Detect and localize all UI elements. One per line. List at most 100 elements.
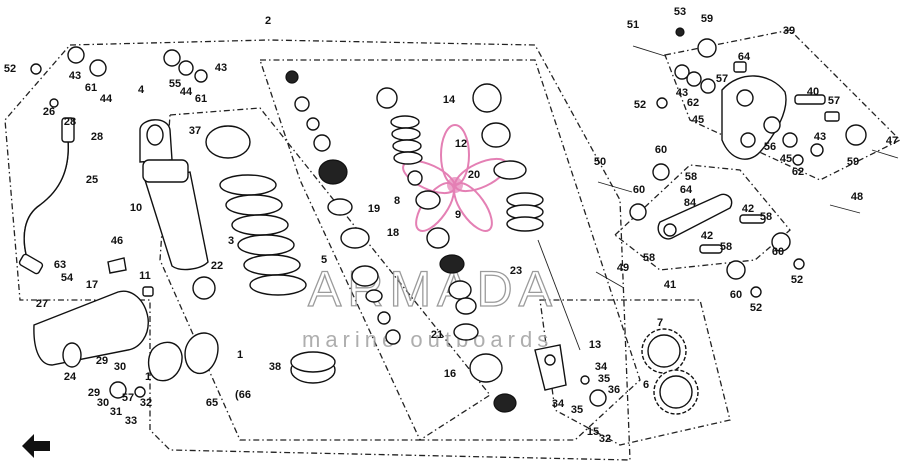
collar-18 — [340, 227, 370, 249]
oring-57a — [109, 381, 127, 399]
callout-53: 53 — [674, 6, 686, 18]
callout-52c: 52 — [791, 274, 803, 286]
oring-8 — [415, 190, 441, 210]
watermark: ARMADA marine outboards — [302, 124, 553, 352]
callout-50: 50 — [594, 156, 606, 168]
callout-35a: 35 — [598, 373, 610, 385]
callout-34b: 34 — [552, 398, 565, 410]
callout-18: 18 — [387, 227, 399, 239]
callout-57c: 57 — [828, 95, 840, 107]
shock-clevis — [534, 344, 567, 391]
bolt-49 — [595, 271, 625, 289]
callout-41: 41 — [664, 279, 676, 291]
callout-60a: 60 — [655, 144, 667, 156]
nut-52b — [656, 97, 668, 109]
callout-3: 3 — [228, 235, 234, 247]
piston-rod — [537, 239, 581, 351]
cap-59b — [845, 124, 867, 146]
seal-57b — [700, 78, 716, 94]
frame-linkage-arm — [664, 29, 902, 181]
linkage-rod — [657, 193, 733, 240]
bolt-26 — [49, 98, 59, 108]
callout-43c: 43 — [676, 87, 688, 99]
clevis-bore — [544, 354, 556, 366]
pin-40 — [794, 94, 826, 105]
frame-damper — [259, 59, 641, 441]
callout-45a: 45 — [692, 114, 704, 126]
callout-57b: 57 — [716, 73, 728, 85]
callout-24: 24 — [64, 371, 77, 383]
callout-8: 8 — [394, 195, 400, 207]
callout-30b: 30 — [97, 397, 109, 409]
linkage-arm-assembly — [632, 27, 899, 166]
callout-48: 48 — [851, 191, 863, 203]
spring-9 — [506, 192, 544, 232]
callout-60c: 60 — [772, 246, 784, 258]
callout-59b: 59 — [847, 156, 859, 168]
spacer-5 — [351, 265, 379, 287]
bushing-36 — [589, 389, 607, 407]
callout-61a: 61 — [85, 82, 97, 94]
washer-43d — [810, 143, 824, 157]
callout-30a: 30 — [114, 361, 126, 373]
oring-22 — [192, 276, 216, 300]
callout-60d: 60 — [730, 289, 742, 301]
callout-42b: 42 — [701, 230, 713, 242]
frame-main — [4, 39, 631, 461]
spring-seat-37 — [205, 125, 251, 159]
callout-14: 14 — [443, 94, 456, 106]
seal-bottom — [493, 393, 517, 413]
callout-1a: 1 — [237, 349, 243, 361]
callout-40: 40 — [807, 86, 819, 98]
callout-42a: 42 — [742, 203, 754, 215]
rod-bore — [663, 223, 677, 237]
washer-62b — [792, 154, 804, 166]
washer-c — [313, 134, 331, 152]
washer-35 — [580, 375, 590, 385]
callout-29b: 29 — [88, 387, 100, 399]
callout-1b: 1 — [145, 371, 151, 383]
bolt-51 — [632, 45, 666, 57]
callout-44b: 44 — [180, 86, 193, 98]
callout-2: 2 — [265, 15, 271, 27]
callout-26: 26 — [43, 106, 55, 118]
cap-59a — [697, 38, 717, 58]
callout-38: 38 — [269, 361, 281, 373]
bushing-43c — [674, 64, 690, 80]
callout-56: 56 — [764, 141, 776, 153]
callout-20: 20 — [468, 169, 480, 181]
callout-51: 51 — [627, 19, 639, 31]
washer-d — [365, 289, 383, 303]
callout-7: 7 — [657, 317, 663, 329]
hose-inner — [23, 139, 69, 263]
label-tag — [107, 257, 127, 274]
callout-5: 5 — [321, 254, 327, 266]
callout-32b: 32 — [599, 433, 611, 445]
bushing-60c — [771, 232, 791, 252]
callout-6: 6 — [643, 379, 649, 391]
nut-53 — [675, 27, 685, 37]
callout-34a: 34 — [595, 361, 608, 373]
callout-43d: 43 — [814, 131, 826, 143]
washer-f — [385, 329, 401, 345]
arm-bore-a — [736, 89, 754, 107]
nut-52c — [793, 258, 805, 270]
callout-28b: 28 — [91, 131, 103, 143]
callout-46: 46 — [111, 235, 123, 247]
group-frames — [4, 29, 902, 461]
callout-32a: 32 — [140, 397, 152, 409]
callout-65: 65 — [206, 397, 218, 409]
callout-21: 21 — [431, 329, 443, 341]
callout-66: (66 — [235, 389, 251, 401]
seal-44b — [178, 60, 194, 76]
ring-6-inner — [659, 375, 693, 409]
nut-52a — [30, 63, 42, 75]
callout-59a: 59 — [701, 13, 713, 25]
ring-7-inner — [647, 334, 681, 368]
callout-11: 11 — [139, 270, 151, 282]
ring-parts — [641, 328, 699, 415]
collar-64a — [733, 61, 747, 73]
callout-52d: 52 — [750, 302, 762, 314]
oring-19 — [327, 198, 353, 216]
callout-36: 36 — [608, 384, 620, 396]
